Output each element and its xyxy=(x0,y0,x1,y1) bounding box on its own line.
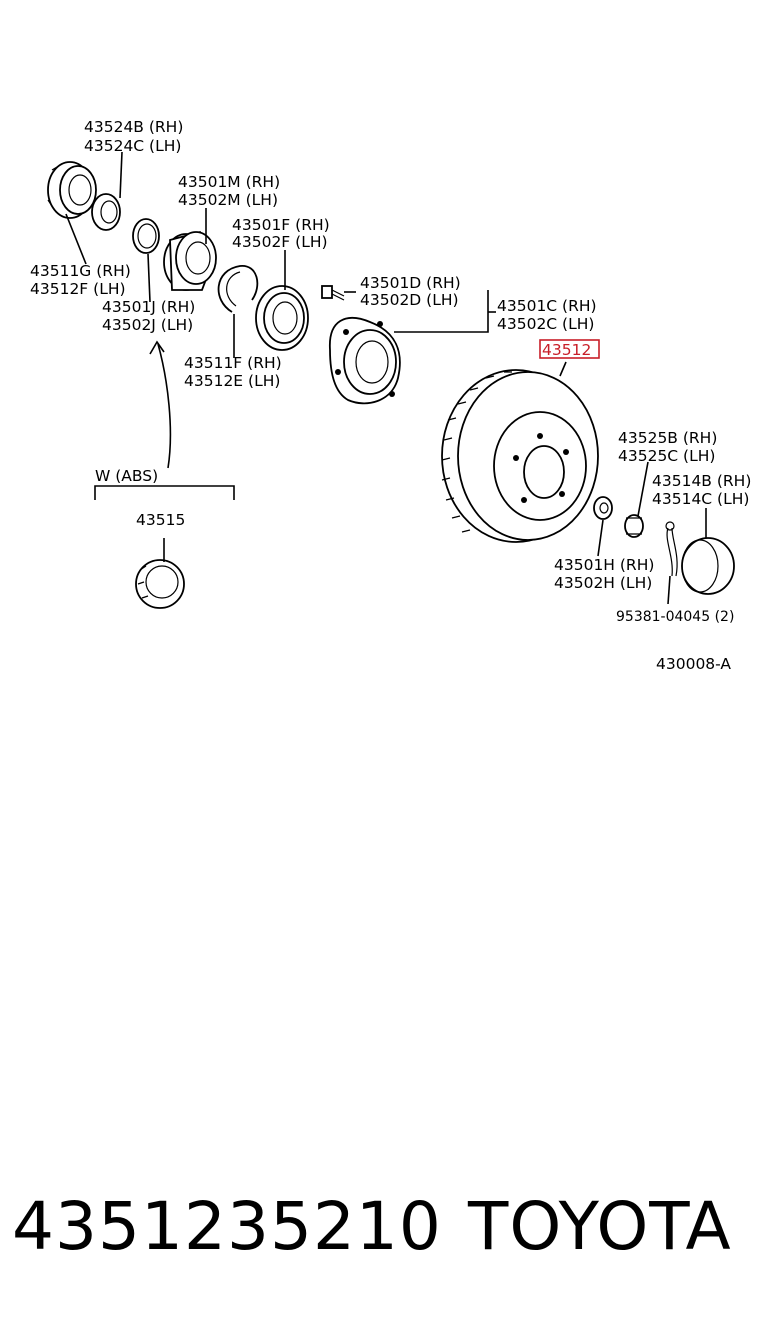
label-43511f: 43511F (RH) xyxy=(184,354,282,372)
label-43502h: 43502H (LH) xyxy=(554,574,652,592)
label-43525b: 43525B (RH) xyxy=(618,429,717,447)
label-43501m: 43501M (RH) xyxy=(178,173,280,191)
inner-seal-part xyxy=(91,193,121,231)
label-43512-highlighted: 43512 xyxy=(542,341,591,359)
leader-lines xyxy=(65,151,707,605)
label-abs: W (ABS) xyxy=(95,467,158,485)
label-43511g: 43511G (RH) xyxy=(30,262,131,280)
snap-ring-part xyxy=(132,218,160,254)
label-43514b: 43514B (RH) xyxy=(652,472,751,490)
lock-nut-part xyxy=(593,496,613,520)
parts-diagram: 43524B (RH) 43524C (LH) 43501M (RH) 4350… xyxy=(30,118,751,673)
nut-lock-part xyxy=(624,514,644,538)
part-number: 4351235210 xyxy=(12,1188,442,1265)
label-43525c: 43525C (LH) xyxy=(618,447,715,465)
label-43524c: 43524C (LH) xyxy=(84,137,181,155)
brand-name: TOYOTA xyxy=(468,1188,732,1265)
label-43512f: 43512F (LH) xyxy=(30,280,126,298)
label-43502j: 43502J (LH) xyxy=(102,316,193,334)
label-43501d: 43501D (RH) xyxy=(360,274,461,292)
label-43501c: 43501C (RH) xyxy=(497,297,597,315)
oil-seal-part xyxy=(47,161,97,219)
grease-cap-part xyxy=(681,537,735,595)
diagram-reference-code: 430008-A xyxy=(656,655,731,673)
cotter-pin-part xyxy=(665,521,678,577)
abs-rotor-part xyxy=(135,559,185,609)
callout-labels: 43524B (RH) 43524C (LH) 43501M (RH) 4350… xyxy=(30,118,751,673)
highlight-box xyxy=(539,339,600,359)
hub-bolt-part xyxy=(321,285,345,301)
bearing-part xyxy=(163,230,217,291)
label-43501f: 43501F (RH) xyxy=(232,216,330,234)
label-43501h: 43501H (RH) xyxy=(554,556,654,574)
label-43514c: 43514C (LH) xyxy=(652,490,749,508)
label-43515: 43515 xyxy=(136,511,185,529)
label-43502m: 43502M (LH) xyxy=(178,191,278,209)
label-43502f: 43502F (LH) xyxy=(232,233,328,251)
axle-hub-part xyxy=(329,317,401,405)
label-43524b: 43524B (RH) xyxy=(84,118,183,136)
label-43512e: 43512E (LH) xyxy=(184,372,280,390)
label-43502d: 43502D (LH) xyxy=(360,291,459,309)
footer: 4351235210 TOYOTA xyxy=(0,1188,760,1278)
brake-disc-part xyxy=(441,369,599,543)
label-43501j: 43501J (RH) xyxy=(102,298,195,316)
label-95381: 95381-04045 (2) xyxy=(616,609,734,625)
label-43502c: 43502C (LH) xyxy=(497,315,594,333)
hub-seal-part xyxy=(255,285,309,351)
circlip-part xyxy=(217,265,259,313)
